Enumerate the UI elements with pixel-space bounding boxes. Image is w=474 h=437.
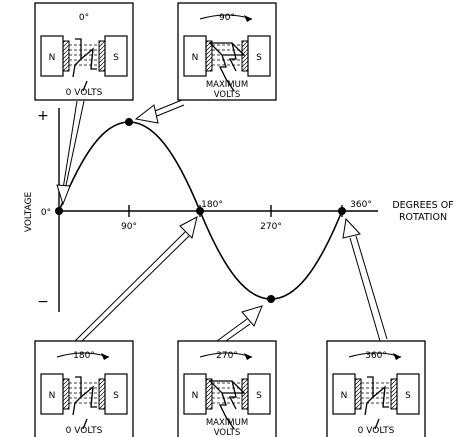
pole-face-s xyxy=(98,378,106,410)
tick-label-360: 360° xyxy=(350,200,372,210)
armature-coil xyxy=(72,38,97,92)
panel-caption: 0 VOLTS xyxy=(358,426,395,436)
pole-label-n: N xyxy=(49,391,56,401)
armature-coil xyxy=(364,376,389,430)
pole-face-s xyxy=(241,40,249,72)
rotation-arrowhead-icon xyxy=(244,353,252,360)
panel-angle-label: 90° xyxy=(219,13,235,23)
tick-label-90: 90° xyxy=(121,222,137,232)
pole-face-n xyxy=(205,40,213,72)
plus-label: + xyxy=(37,108,49,124)
panel-angle-label: 0° xyxy=(79,13,89,23)
arrow-0 xyxy=(56,100,85,206)
point-90 xyxy=(125,118,133,126)
tick-label-270: 270° xyxy=(260,222,282,232)
pole-label-s: S xyxy=(405,391,411,401)
rotation-arrowhead-icon xyxy=(393,353,401,360)
arrow-180 xyxy=(74,216,198,342)
arrow-360 xyxy=(342,217,388,342)
pole-label-s: S xyxy=(256,391,262,401)
axes xyxy=(58,108,378,312)
arrow-90 xyxy=(134,99,185,124)
generator-panel-0: 0° N S 0 VOLTS xyxy=(34,2,134,101)
armature-coil xyxy=(208,42,246,92)
pole-face-n xyxy=(62,378,70,410)
flux-lines xyxy=(69,44,99,66)
x-axis-label-line1: DEGREES OF xyxy=(392,200,453,211)
pole-face-s xyxy=(390,378,398,410)
generator-panel-2: 180° N S 0 VOLTS xyxy=(34,340,134,437)
panel-angle-label: 270° xyxy=(216,351,238,361)
pole-face-n xyxy=(205,378,213,410)
pole-label-s: S xyxy=(256,53,262,63)
pole-label-n: N xyxy=(341,391,348,401)
point-180 xyxy=(196,207,204,215)
rotation-arrowhead-icon xyxy=(101,353,109,360)
panel-angle-label: 180° xyxy=(73,351,95,361)
tick-label-180: 180° xyxy=(201,200,223,210)
point-0 xyxy=(55,207,63,215)
panel-caption: 0 VOLTS xyxy=(66,426,103,436)
x-axis-label-line2: ROTATION xyxy=(399,212,447,223)
y-axis-label: VOLTAGE xyxy=(24,192,34,233)
panel-caption-line1: MAXIMUM xyxy=(206,418,248,428)
panel-caption-line1: MAXIMUM xyxy=(206,80,248,90)
panel-caption: 0 VOLTS xyxy=(66,88,103,98)
pole-face-s xyxy=(98,40,106,72)
pole-label-s: S xyxy=(113,53,119,63)
flux-lines xyxy=(361,382,391,404)
armature-coil xyxy=(72,376,97,430)
pole-label-n: N xyxy=(192,53,199,63)
generator-panel-4: 360° N S 0 VOLTS xyxy=(326,340,426,437)
flux-lines xyxy=(69,382,99,404)
tick-label-0: 0° xyxy=(41,208,51,218)
pole-label-s: S xyxy=(113,391,119,401)
minus-label: − xyxy=(37,294,49,310)
point-270 xyxy=(267,295,275,303)
panel-angle-label: 360° xyxy=(365,351,387,361)
arrow-270 xyxy=(216,305,263,344)
panel-caption-line2: VOLTS xyxy=(214,90,241,100)
pole-face-n xyxy=(62,40,70,72)
pole-label-n: N xyxy=(49,53,56,63)
pole-face-n xyxy=(354,378,362,410)
rotation-arrowhead-icon xyxy=(244,15,252,22)
pole-face-s xyxy=(241,378,249,410)
armature-coil xyxy=(208,380,246,430)
curve-points xyxy=(55,118,346,303)
pointer-arrows xyxy=(56,99,388,344)
pole-label-n: N xyxy=(192,391,199,401)
point-360 xyxy=(338,207,346,215)
panel-caption-line2: VOLTS xyxy=(214,428,241,437)
